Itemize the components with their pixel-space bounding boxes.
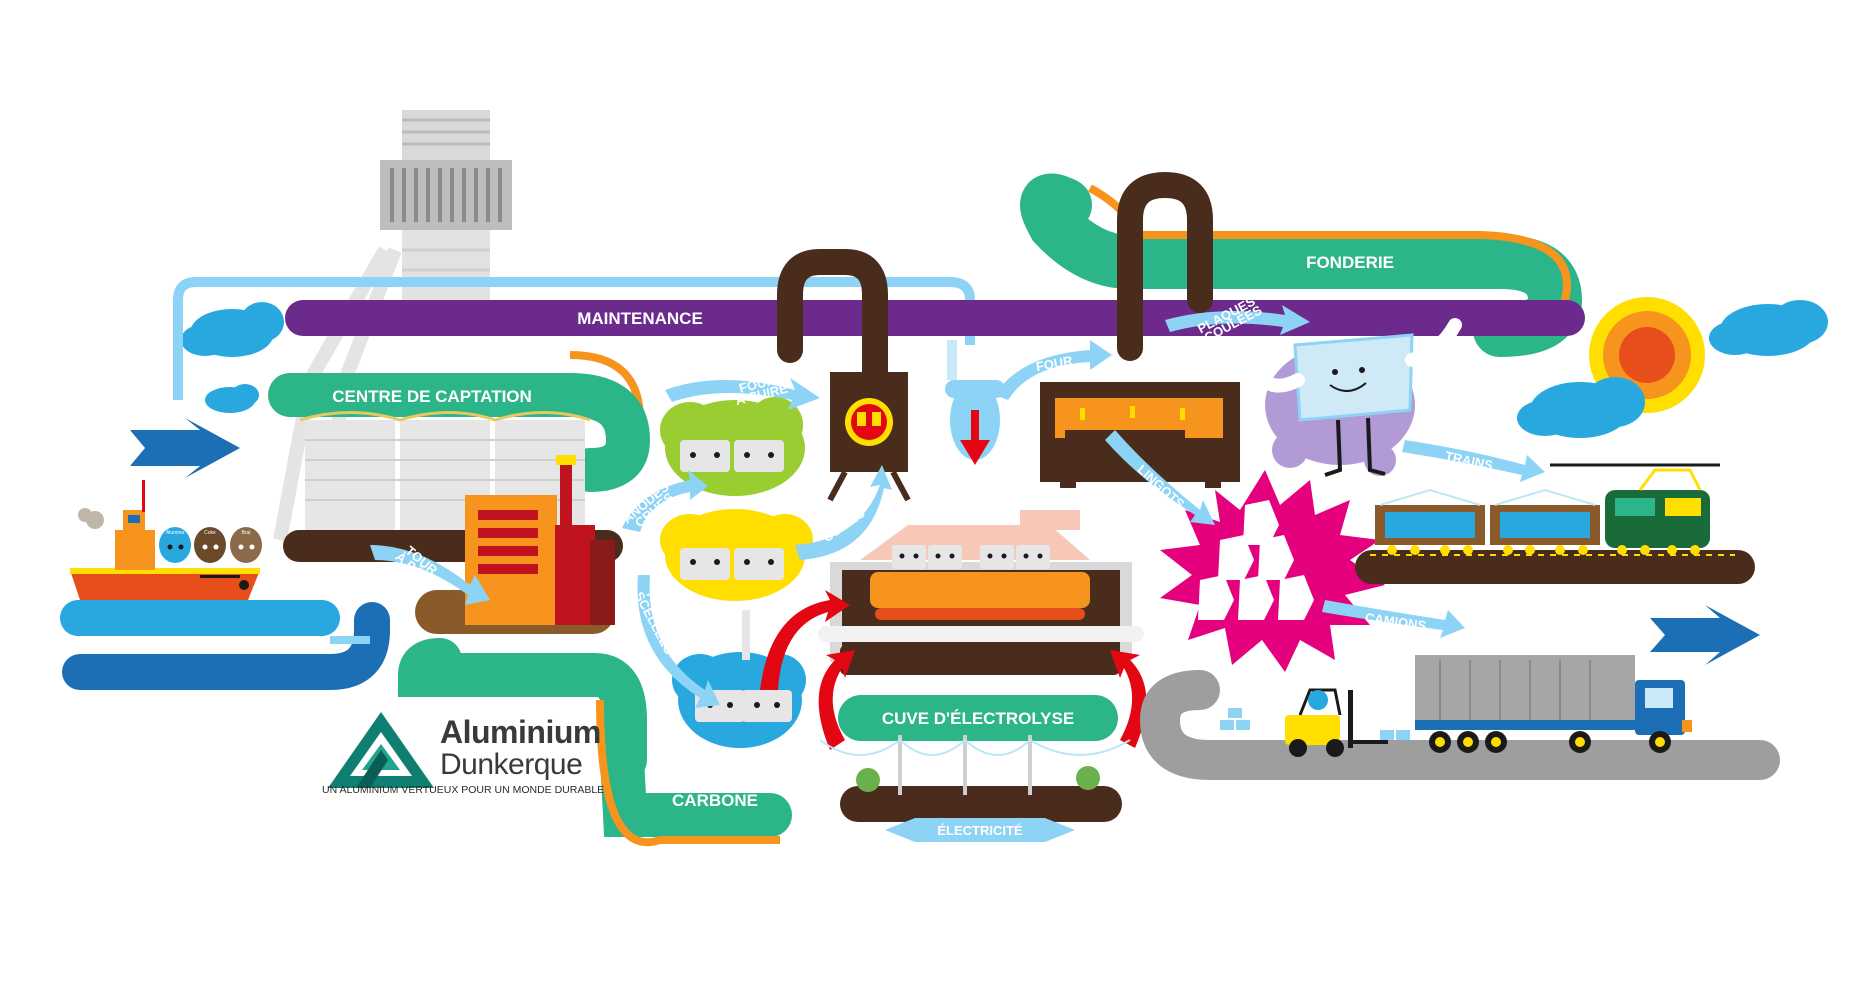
cloud-icon bbox=[205, 384, 259, 413]
arrow-four-a-cuire bbox=[665, 378, 820, 410]
arrow-anodes-crues bbox=[622, 470, 708, 532]
electricite-label: ÉLECTRICITÉ bbox=[937, 823, 1023, 838]
arrow-out-icon bbox=[1650, 605, 1760, 665]
arrow-lingots bbox=[1105, 430, 1215, 525]
anodes-cuites-cloud bbox=[660, 509, 813, 601]
baking-furnace bbox=[827, 372, 911, 502]
arrow-tour-a-pate bbox=[370, 545, 490, 605]
brown-pipe bbox=[777, 171, 1213, 398]
aluminium-plate-character bbox=[1248, 318, 1462, 477]
coke-bag: Coke bbox=[194, 527, 226, 563]
brand-name-line1: Aluminium bbox=[440, 714, 601, 750]
brand-tagline: UN ALUMINIUM VERTUEUX POUR UN MONDE DURA… bbox=[322, 784, 605, 796]
cloud-icon bbox=[1517, 377, 1645, 438]
arrow-plaques-coulees bbox=[1165, 305, 1310, 335]
road bbox=[1139, 670, 1780, 780]
arrow-camions bbox=[1322, 600, 1465, 638]
red-arrow-icon bbox=[760, 590, 1147, 750]
arrow-in-icon bbox=[130, 418, 240, 478]
ship bbox=[70, 480, 260, 600]
aluminium-dunkerque-logo bbox=[328, 712, 434, 788]
paste-tower bbox=[415, 455, 615, 634]
brai-bag: Brai bbox=[230, 527, 262, 563]
fonderie-label: FONDERIE bbox=[1306, 253, 1394, 272]
anodes-scellees-label: ANODES SCELLÉES bbox=[632, 584, 687, 657]
arrow-four bbox=[995, 340, 1112, 400]
cloud-icon bbox=[1709, 300, 1828, 356]
arrow-trains bbox=[1402, 440, 1545, 482]
cloud-icon bbox=[181, 302, 284, 357]
brand-block: Aluminium Dunkerque UN ALUMINIUM VERTUEU… bbox=[322, 706, 612, 796]
arrow-anodes-scellees bbox=[637, 575, 720, 708]
ingots-starburst bbox=[1160, 470, 1385, 672]
arrow-anodes-cuites bbox=[795, 465, 892, 560]
carbone-label: CARBONE bbox=[672, 791, 758, 810]
camions-label: CAMIONS bbox=[1364, 610, 1427, 633]
carbone-pipe: CARBONE bbox=[397, 638, 792, 847]
maintenance-bar: MAINTENANCE bbox=[285, 300, 1585, 336]
forklift bbox=[1220, 688, 1410, 757]
four-label: FOUR bbox=[1035, 353, 1074, 374]
electrolysis-cell bbox=[818, 545, 1144, 675]
cuve-label-pill: CUVE D'ÉLECTROLYSE bbox=[838, 695, 1118, 741]
truck bbox=[1415, 655, 1692, 753]
anodes-crues-cloud bbox=[660, 397, 805, 496]
pipe-light-blue bbox=[173, 277, 975, 400]
sea bbox=[60, 600, 390, 690]
ship-bag-label: Alumina bbox=[166, 530, 184, 536]
electricity-ground: ÉLECTRICITÉ bbox=[819, 735, 1131, 842]
ship-bag-label: Coke bbox=[204, 530, 216, 536]
centre-captation-label: CENTRE DE CAPTATION bbox=[332, 387, 532, 406]
brand-name-line2: Dunkerque bbox=[440, 748, 583, 781]
foundry-label-text: FONDERIE bbox=[1306, 253, 1394, 272]
train bbox=[1355, 463, 1755, 584]
flow-arrows bbox=[370, 305, 1545, 708]
ship-bag-label: Brai bbox=[242, 530, 251, 536]
alumina-bag: Alumina bbox=[159, 527, 191, 563]
maintenance-label: MAINTENANCE bbox=[577, 309, 703, 328]
cuve-electrolyse-label: CUVE D'ÉLECTROLYSE bbox=[882, 709, 1074, 728]
